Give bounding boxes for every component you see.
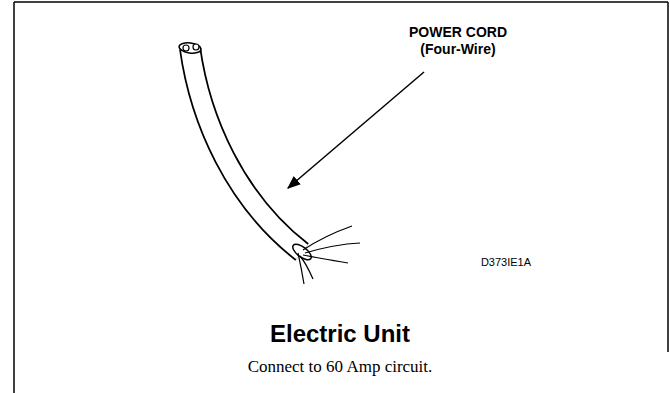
- leader-arrow: [288, 72, 424, 188]
- frame: [14, 2, 668, 393]
- power-cord: [178, 42, 313, 263]
- wires: [298, 226, 360, 284]
- caption: Connect to 60 Amp circuit.: [90, 357, 590, 377]
- part-label: POWER CORD (Four-Wire): [402, 24, 514, 58]
- drawing-code: D373IE1A: [461, 256, 551, 268]
- heading: Electric Unit: [140, 320, 540, 348]
